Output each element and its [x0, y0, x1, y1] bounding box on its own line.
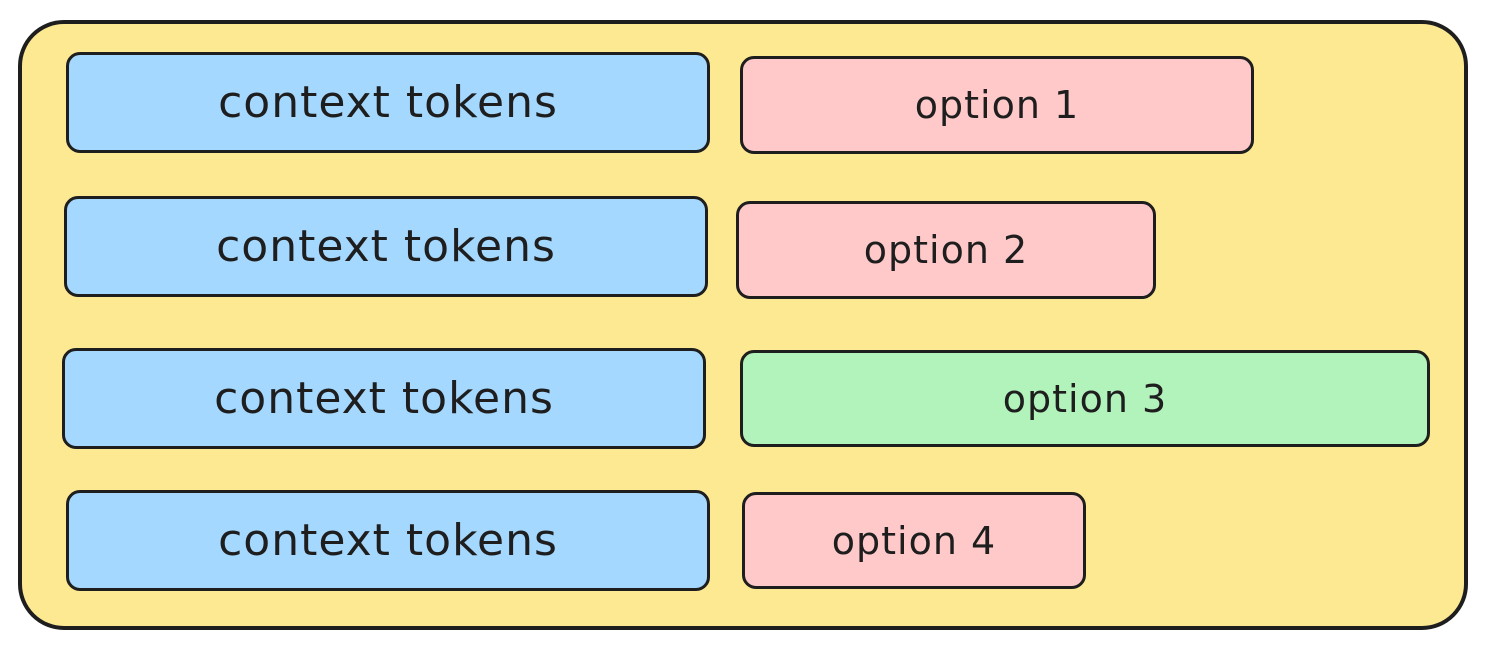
option-label: option 3	[1002, 376, 1168, 421]
context-label: context tokens	[218, 77, 558, 128]
context-box-2: context tokens	[64, 196, 708, 297]
context-box-4: context tokens	[66, 490, 710, 591]
context-label: context tokens	[216, 221, 556, 272]
option-box-4: option 4	[742, 492, 1086, 589]
option-box-3: option 3	[740, 350, 1430, 447]
context-box-3: context tokens	[62, 348, 706, 449]
option-label: option 1	[914, 83, 1080, 127]
option-box-2: option 2	[736, 201, 1156, 299]
option-label: option 2	[863, 228, 1029, 272]
option-box-1: option 1	[740, 56, 1254, 154]
context-label: context tokens	[218, 515, 558, 566]
option-label: option 4	[831, 518, 997, 563]
context-label: context tokens	[214, 373, 554, 424]
context-box-1: context tokens	[66, 52, 710, 153]
